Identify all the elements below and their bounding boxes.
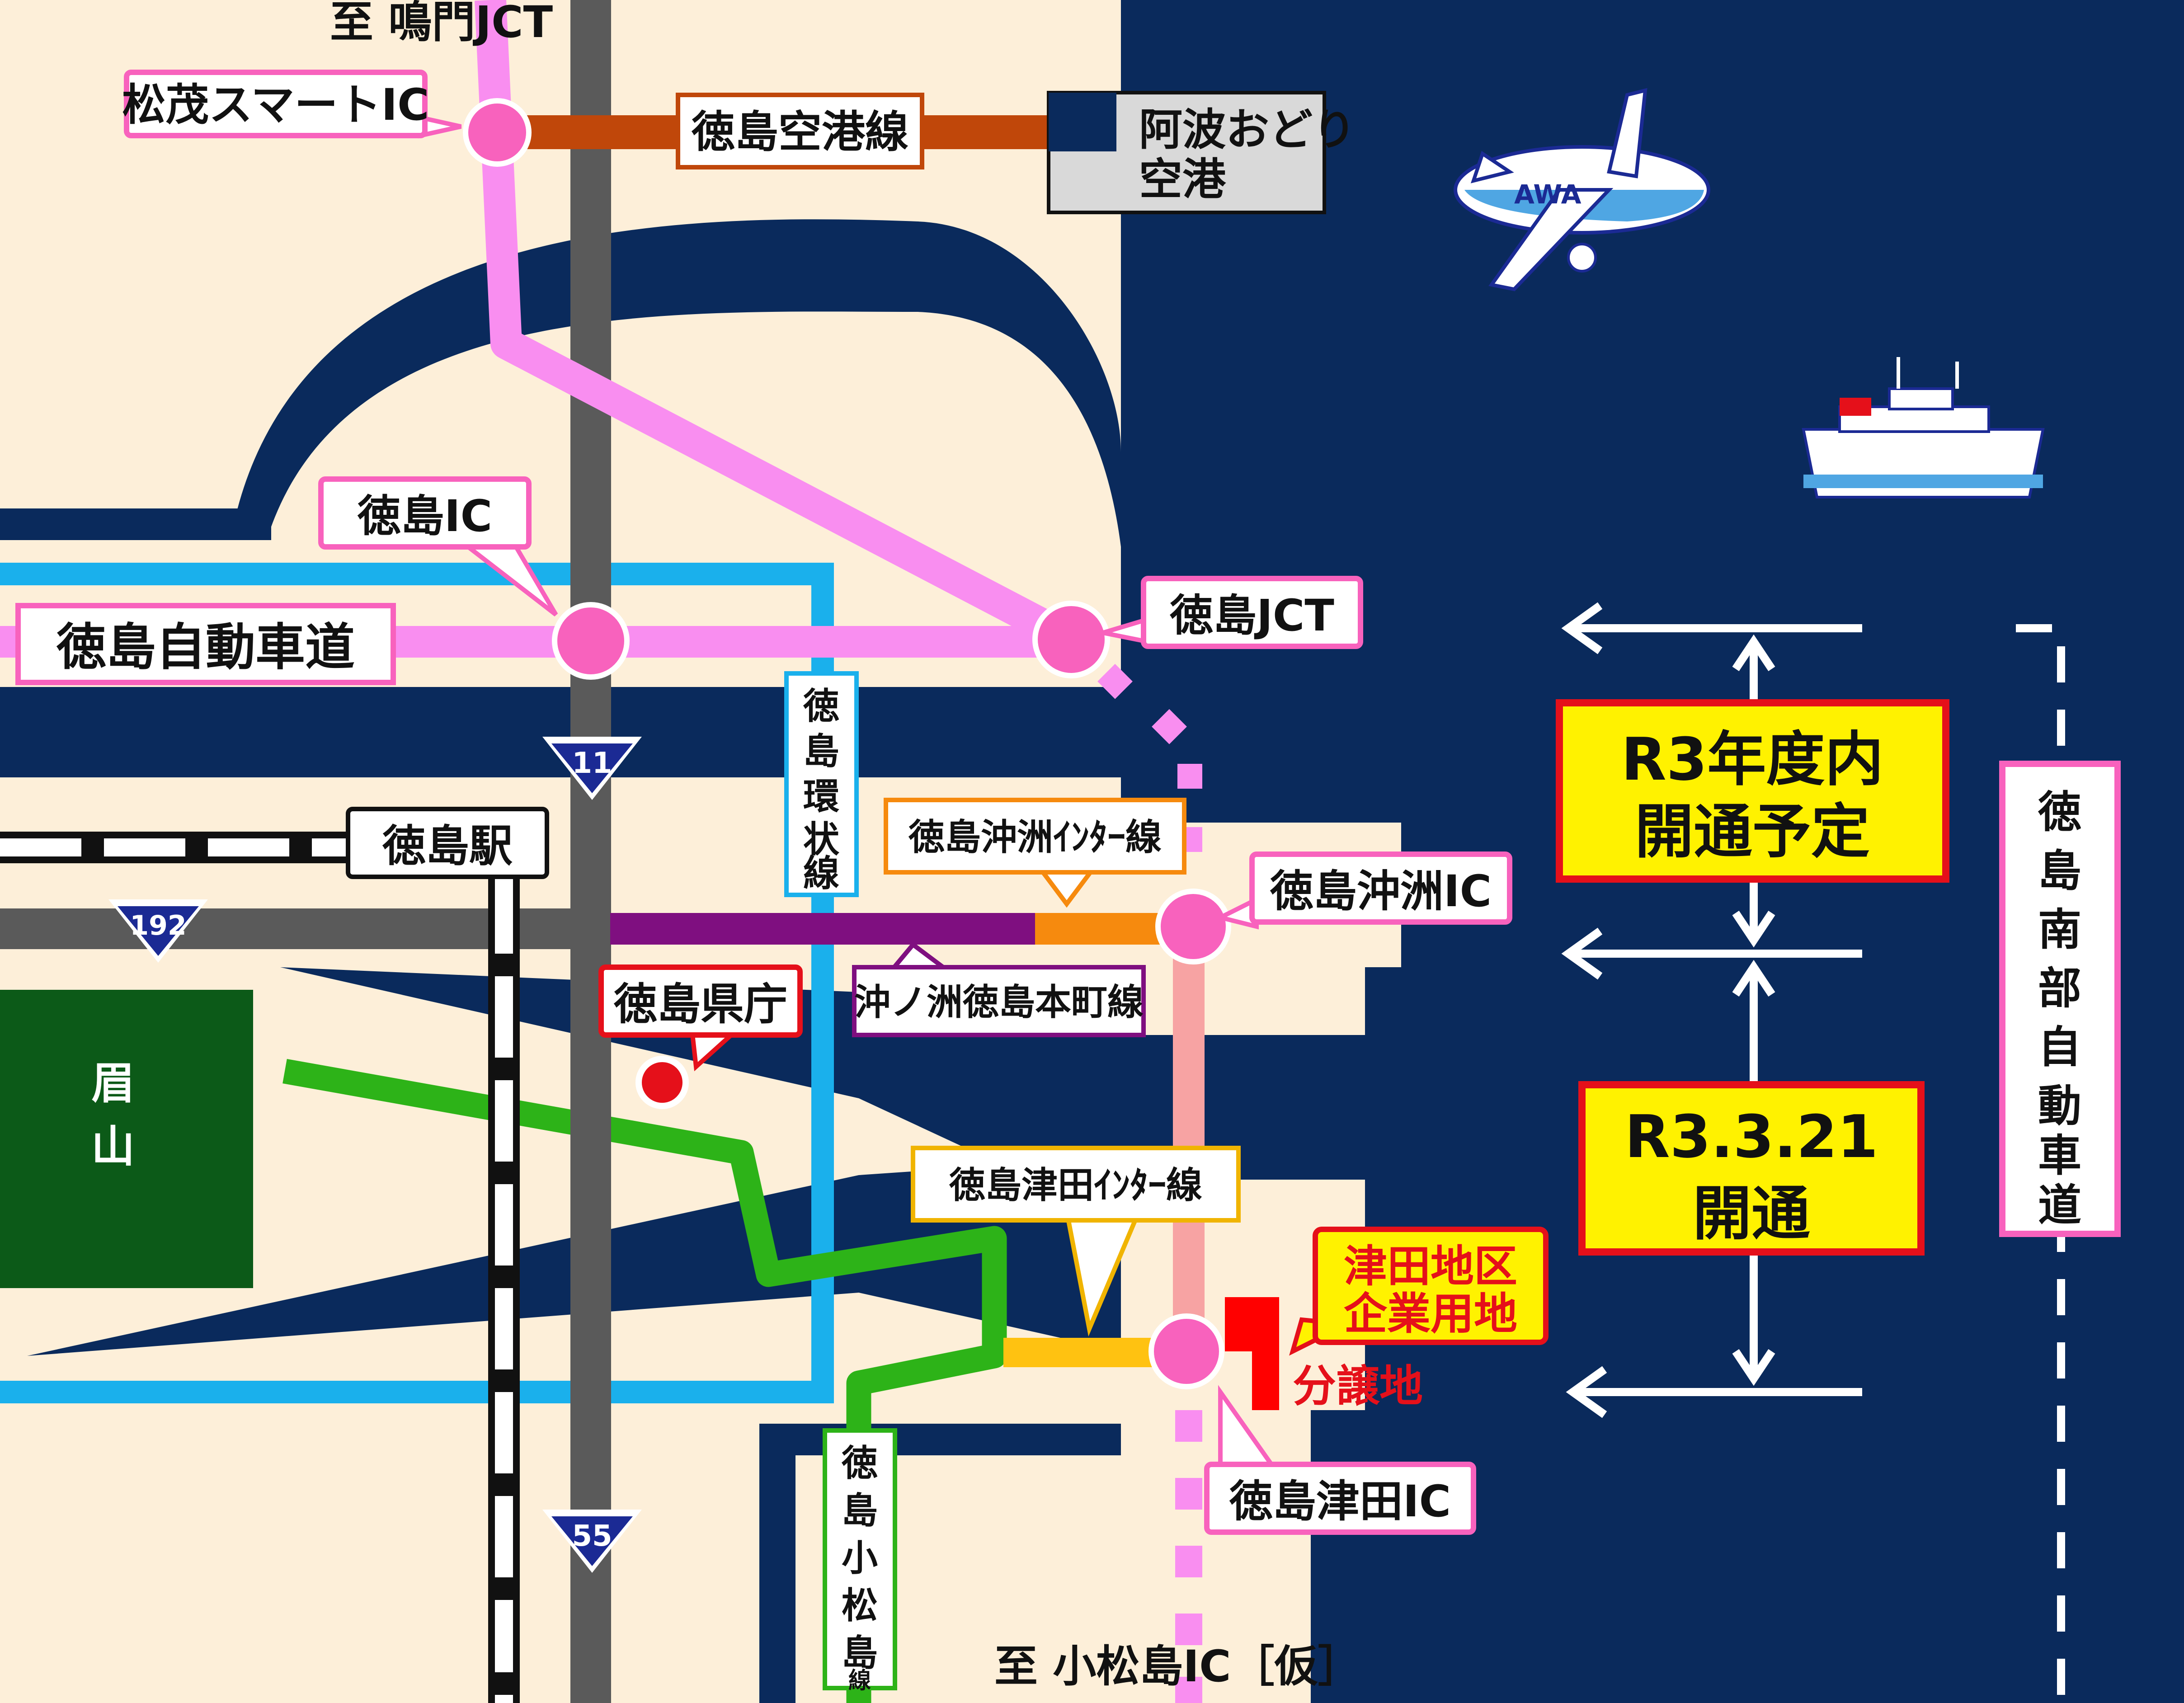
matsushige-callout: 松茂スマートIC [122, 70, 462, 139]
komatsushima-line-label: 徳 島 小 松 島 線 [823, 1428, 897, 1694]
planned-opening-box: R3年度内 開通予定 [1556, 699, 1949, 883]
opened-box: R3.3.21 開通 [1578, 1081, 1925, 1256]
river-arch [231, 219, 1121, 547]
okinosu-ic-callout: 徳島沖洲IC [1214, 852, 1512, 930]
svg-text:部: 部 [2038, 963, 2081, 1014]
mount-bizan-label-2: 山 [91, 1121, 135, 1172]
okinosu-honmachi-line [610, 913, 1040, 945]
svg-text:松: 松 [842, 1585, 878, 1627]
svg-text:徳島津田ｲﾝﾀｰ線: 徳島津田ｲﾝﾀｰ線 [949, 1164, 1202, 1206]
svg-text:徳島津田IC: 徳島津田IC [1229, 1476, 1451, 1527]
route-11-55 [570, 0, 611, 1703]
ring-line [0, 563, 834, 1403]
route-192-shield: 192 [108, 899, 208, 963]
ferry-illustration [1802, 357, 2045, 499]
svg-text:津田地区: 津田地区 [1344, 1241, 1517, 1292]
svg-text:徳島県庁: 徳島県庁 [613, 979, 787, 1030]
tsuda-ic-callout: 徳島津田IC [1204, 1385, 1476, 1535]
komatsushima-line [282, 1058, 1007, 1703]
svg-text:線: 線 [848, 1667, 871, 1694]
svg-text:南: 南 [2038, 904, 2081, 955]
southern-expressway-label: 徳 島 南 部 自 動 車 道 [1999, 761, 2121, 1237]
river-south [759, 1424, 1121, 1703]
lots-for-sale-label: 分譲地 [1293, 1361, 1423, 1411]
svg-text:島: 島 [842, 1632, 878, 1674]
southern-expressway-sea-dashed [2016, 624, 2065, 1703]
lots-for-sale-marker [1225, 1297, 1279, 1410]
tsuda-inter-line-callout: 徳島津田ｲﾝﾀｰ線 [911, 1146, 1241, 1337]
planned-opening-line2: 開通予定 [1635, 797, 1870, 866]
mount-bizan-area [0, 990, 253, 1288]
prefectural-office-marker [635, 1056, 689, 1109]
opened-status: 開通 [1693, 1179, 1810, 1248]
southern-expressway-open [1173, 927, 1205, 1360]
prefectural-office-callout: 徳島県庁 [598, 964, 803, 1072]
ic-nodes [463, 98, 1231, 1389]
tokushima-ic-callout: 徳島IC [318, 476, 558, 616]
okinosu-inter-line-callout: 徳島沖洲ｲﾝﾀｰ線 [884, 798, 1186, 908]
svg-text:線: 線 [803, 852, 839, 894]
opened-date: R3.3.21 [1625, 1102, 1878, 1171]
svg-text:車: 車 [2038, 1130, 2081, 1181]
svg-text:自: 自 [2038, 1022, 2081, 1073]
planned-opening-line1: R3年度内 [1621, 725, 1884, 794]
svg-text:徳島自動車道: 徳島自動車道 [56, 618, 355, 676]
railway-horizontal-ties [81, 832, 312, 863]
svg-text:動: 動 [2038, 1081, 2081, 1131]
svg-text:徳島駅: 徳島駅 [382, 821, 513, 871]
north-direction-label: 至 鳴門JCT [330, 0, 553, 47]
airport-label-2: 空港 [1139, 154, 1226, 205]
svg-text:企業用地: 企業用地 [1344, 1289, 1517, 1339]
route-55-shield: 55 [542, 1510, 642, 1573]
tsuda-ic-node [1148, 1313, 1224, 1389]
okinosu-honmachi-line-callout: 沖ノ洲徳島本町線 [852, 941, 1146, 1037]
svg-text:徳島沖洲IC: 徳島沖洲IC [1270, 866, 1492, 917]
southern-expressway-planned-south [1175, 1410, 1202, 1703]
tokushima-jct-node [1032, 601, 1110, 678]
svg-text:徳: 徳 [2038, 787, 2081, 837]
svg-text:11: 11 [572, 747, 612, 780]
svg-text:徳: 徳 [803, 685, 839, 727]
svg-text:道: 道 [2038, 1180, 2081, 1231]
svg-text:沖ノ洲徳島本町線: 沖ノ洲徳島本町線 [854, 981, 1144, 1023]
svg-text:徳島沖洲ｲﾝﾀｰ線: 徳島沖洲ｲﾝﾀｰ線 [908, 816, 1162, 858]
svg-text:徳島JCT: 徳島JCT [1169, 590, 1334, 641]
ring-line-label: 徳 島 環 状 線 [784, 671, 859, 897]
svg-text:徳: 徳 [841, 1442, 878, 1484]
svg-text:徳島空港線: 徳島空港線 [691, 107, 908, 157]
svg-text:島: 島 [803, 730, 839, 772]
svg-text:島: 島 [842, 1490, 878, 1532]
river-middle [0, 687, 1121, 777]
svg-text:状: 状 [803, 819, 840, 861]
airport-line-label: 徳島空港線 [676, 93, 924, 169]
svg-text:島: 島 [2038, 846, 2081, 896]
svg-text:徳島IC: 徳島IC [357, 491, 492, 541]
industrial-site-callout: 津田地区 企業用地 [1289, 1227, 1549, 1356]
airport-label-1: 阿波おどり [1139, 104, 1356, 155]
svg-text:松茂スマートIC: 松茂スマートIC [122, 80, 429, 130]
svg-text:192: 192 [130, 910, 186, 941]
mount-bizan-label-1: 眉 [91, 1058, 135, 1109]
svg-text:小: 小 [842, 1537, 878, 1579]
airplane-illustration: AWA [1454, 88, 1710, 292]
airport-box-cut [1049, 93, 1116, 151]
svg-text:55: 55 [572, 1520, 612, 1553]
tokushima-expressway-label: 徳島自動車道 [15, 603, 396, 685]
station-label: 徳島駅 [346, 807, 549, 879]
river-strip-north [0, 508, 271, 540]
tokushima-ic-node [552, 602, 630, 680]
okinosu-ic-node [1155, 889, 1231, 964]
tokushima-jct-callout: 徳島JCT [1102, 576, 1363, 649]
south-direction-label: 至 小松島IC［仮］ [994, 1641, 1361, 1692]
svg-text:環: 環 [803, 776, 839, 818]
railway-vertical-ties [488, 954, 520, 1695]
route-11-shield: 11 [542, 737, 642, 800]
matsushige-node [463, 98, 532, 167]
plane-livery: AWA [1514, 179, 1582, 210]
